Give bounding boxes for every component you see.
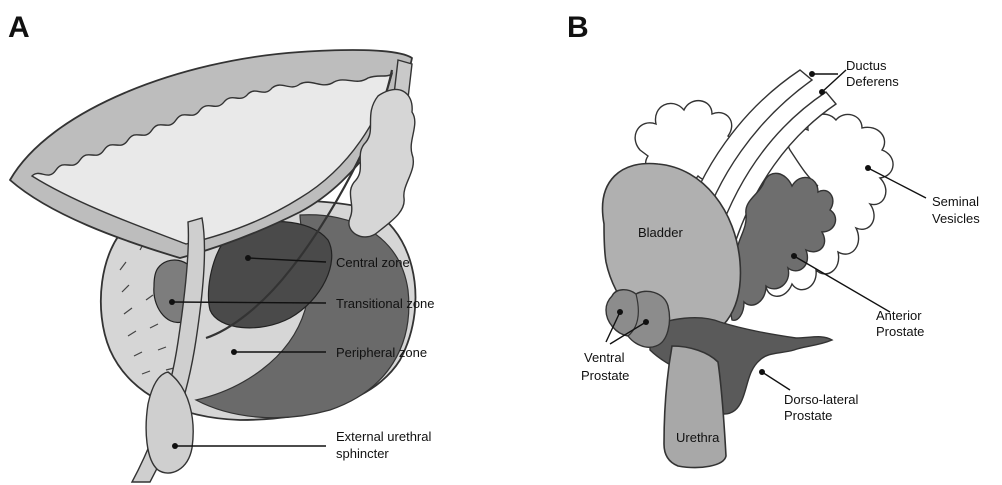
seminal-label-2: Vesicles: [932, 211, 980, 226]
ductus-label-1: Ductus: [846, 58, 887, 73]
panel-b-letter: B: [567, 11, 589, 44]
ductus-label-2: Deferens: [846, 74, 899, 89]
anterior-label-1: Anterior: [876, 308, 922, 323]
ventral-label-1: Ventral: [584, 350, 625, 365]
external-sphincter-label-1: External urethral: [336, 429, 431, 444]
bladder-label: Bladder: [638, 225, 683, 240]
central-zone-label: Central zone: [336, 255, 410, 270]
dorsolateral-leader: [762, 372, 790, 390]
dorsolateral-label-2: Prostate: [784, 408, 832, 423]
external-sphincter-label-2: sphincter: [336, 446, 389, 461]
ductus-dot-2: [819, 89, 825, 95]
panel-a: A: [8, 11, 435, 482]
panel-b: B Ductus Defer: [567, 11, 980, 468]
urethra-region: [664, 346, 726, 468]
transitional-zone-leader: [172, 302, 326, 303]
peripheral-zone-label: Peripheral zone: [336, 345, 427, 360]
urethra-label: Urethra: [676, 430, 720, 445]
dorsolateral-label-1: Dorso-lateral: [784, 392, 859, 407]
anterior-label-2: Prostate: [876, 324, 924, 339]
transitional-zone-label: Transitional zone: [336, 296, 435, 311]
ductus-dot-1: [809, 71, 815, 77]
ventral-label-2: Prostate: [581, 368, 629, 383]
seminal-label-1: Seminal: [932, 194, 979, 209]
panel-a-letter: A: [8, 11, 30, 44]
